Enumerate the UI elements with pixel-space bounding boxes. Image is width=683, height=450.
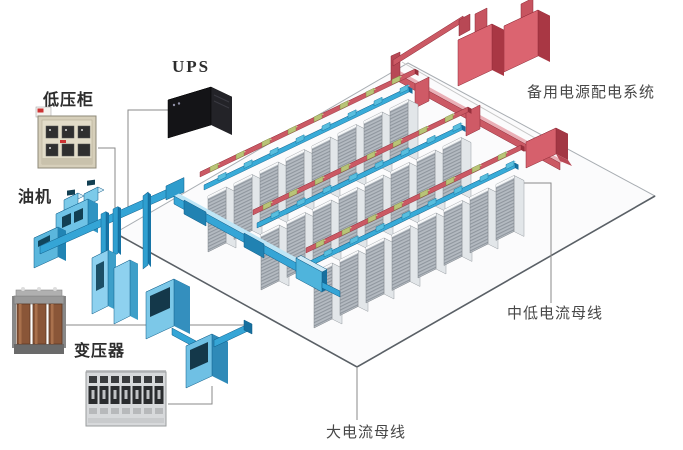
- backup-power-boxes: [457, 0, 551, 87]
- high-current-busbar-label: 大电流母线: [326, 424, 406, 441]
- leader-line-switchgear: [168, 386, 213, 405]
- mid-low-current-busbar-label: 中低电流母线: [507, 305, 603, 322]
- transformer-photo: [12, 287, 66, 354]
- busway-end-feed-unit: [525, 127, 572, 169]
- generator-label: 油机: [18, 187, 52, 206]
- busway-drop: [414, 76, 430, 109]
- blue-cabinet-pair: [91, 249, 139, 325]
- red-busway: [390, 13, 572, 171]
- backup-power-box-2: [503, 0, 551, 73]
- backup-power-system-label: 备用电源配电系统: [527, 84, 655, 101]
- blue-lv-cabinet: [145, 278, 191, 340]
- blue-distribution-box: [185, 319, 253, 389]
- switchgear-photo: [85, 370, 167, 427]
- blue-busway: [33, 177, 341, 389]
- low-voltage-cabinet-photo: [35, 106, 97, 169]
- low-voltage-cabinet-label: 低压柜: [42, 90, 94, 109]
- ups-label: UPS: [172, 57, 210, 76]
- ups-unit: [167, 86, 233, 139]
- leader-line-ups: [127, 109, 168, 212]
- backup-power-box-1: [457, 7, 505, 87]
- transformer-label: 变压器: [74, 341, 125, 360]
